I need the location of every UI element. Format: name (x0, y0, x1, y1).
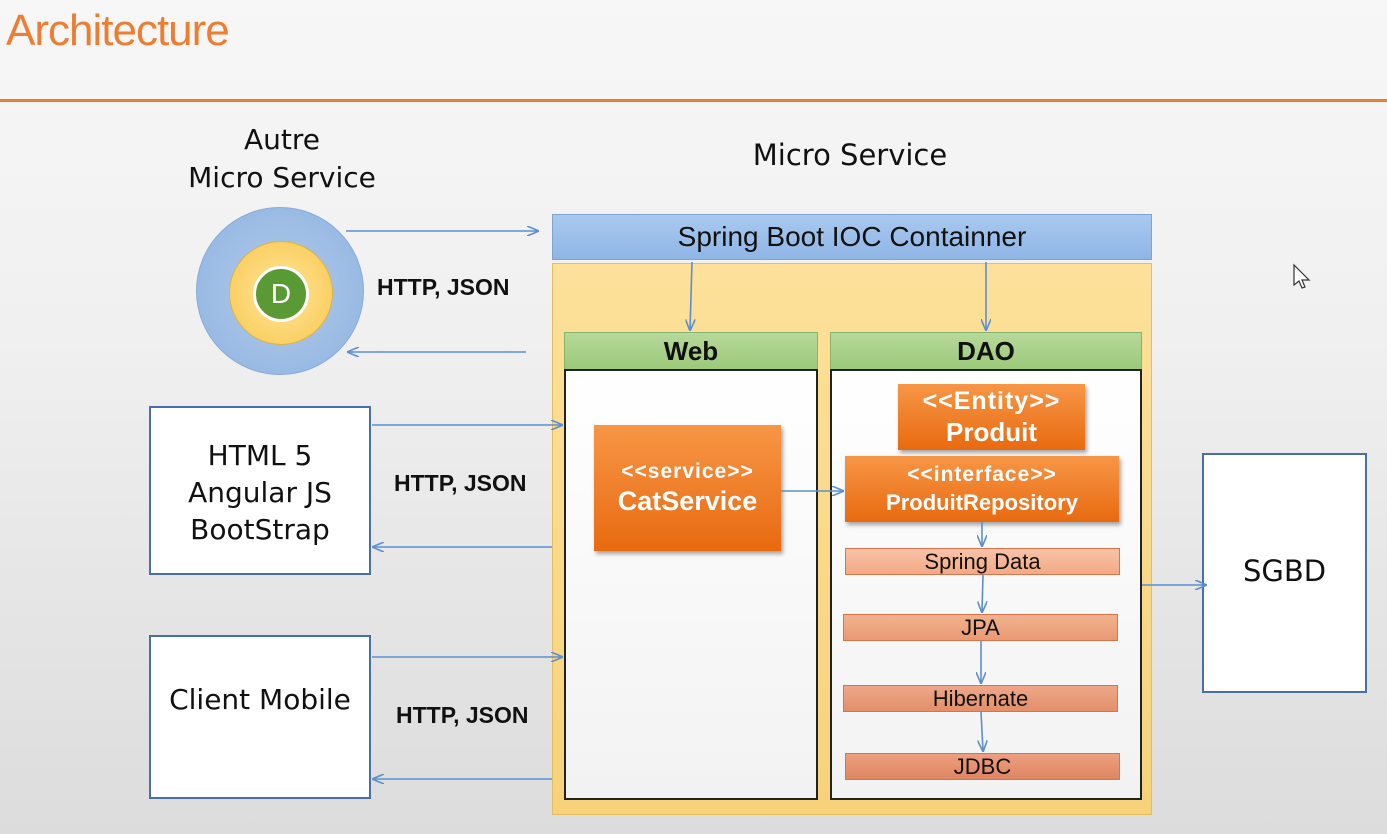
produit-repository-stereotype: <<interface>> (907, 463, 1057, 486)
html-client-line3: BootStrap (190, 513, 330, 546)
mouse-cursor-icon (1293, 263, 1311, 289)
layer-hibernate: Hibernate (843, 685, 1118, 712)
protocol-label-autre: HTTP, JSON (377, 274, 510, 300)
layer-jpa: JPA (843, 614, 1118, 641)
arrow-spring-data-to-jpa (982, 574, 983, 612)
page-title: Architecture (6, 6, 230, 55)
micro-service-label: Micro Service (752, 138, 948, 172)
produit-repository-box: <<interface>> ProduitRepository (845, 456, 1119, 522)
protocol-label-mobile: HTTP, JSON (396, 702, 529, 728)
produit-entity-stereotype: <<Entity>> (922, 387, 1061, 415)
mobile-client-box: Client Mobile (149, 635, 371, 799)
autre-micro-service-label: Autre Micro Service (170, 121, 394, 197)
html-client-box: HTML 5 Angular JS BootStrap (149, 406, 371, 575)
layer-jdbc: JDBC (845, 753, 1120, 780)
layer-spring-data: Spring Data (845, 548, 1120, 575)
cat-service-stereotype: <<service>> (621, 459, 754, 483)
title-divider (0, 99, 1387, 102)
web-header: Web (564, 332, 818, 370)
arrow-hibernate-to-jdbc (981, 711, 983, 751)
protocol-label-html: HTTP, JSON (394, 470, 527, 496)
html-client-line2: Angular JS (188, 476, 332, 509)
mobile-client-label: Client Mobile (169, 682, 351, 716)
cat-service-name: CatService (617, 485, 758, 516)
produit-repository-name: ProduitRepository (886, 490, 1078, 515)
html-client-line1: HTML 5 (207, 439, 313, 472)
autre-micro-service-badge: D (253, 266, 309, 322)
ioc-container-bar: Spring Boot IOC Containner (552, 214, 1152, 260)
sgbd-label: SGBD (1242, 554, 1327, 588)
autre-label-line2: Micro Service (188, 161, 376, 194)
produit-entity-name: Produit (946, 417, 1037, 447)
dao-header: DAO (830, 332, 1142, 370)
autre-label-line1: Autre (243, 123, 320, 156)
sgbd-box: SGBD (1202, 453, 1367, 693)
produit-entity-box: <<Entity>> Produit (898, 384, 1085, 450)
cat-service-box: <<service>> CatService (594, 425, 781, 551)
arrow-ioc-to-web (690, 261, 692, 330)
